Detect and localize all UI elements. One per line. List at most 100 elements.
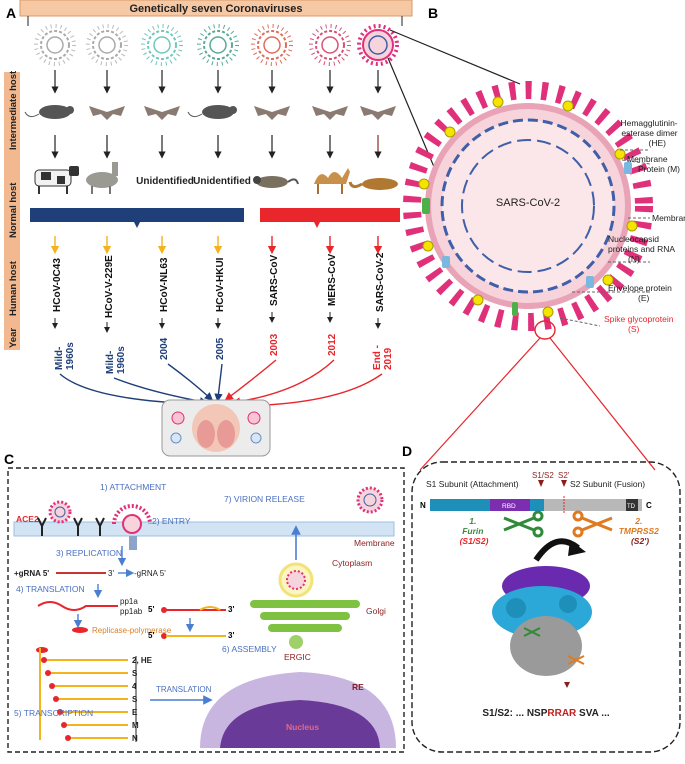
row-label-bar: Intermediate host Normal host Human host… [4,70,20,350]
panel-b: B [387,5,685,471]
virus-name: SARS-CoV-2 [375,252,386,312]
sg-label: 4 [132,682,137,691]
rbd-label: RBD [502,503,516,510]
five-prime-b: 5' [148,631,154,640]
gRNA-minus: -gRNA 5' [134,569,166,578]
unidentified-host-1: Unidentified [136,176,194,187]
cytoplasm-label: Cytoplasm [332,558,372,568]
spike-domain-bar: N RBD TD C [420,496,652,514]
bat-icon [312,106,348,120]
arrows-to-human [50,236,383,255]
bat-icon [254,106,290,120]
bat-icon [89,106,125,120]
virus-icon [309,24,351,66]
furin-label: 1. Furin (S1/S2) [460,516,489,546]
virus-name: MERS-CoV [327,253,338,306]
golgi-label: Golgi [366,606,386,616]
membrane-protein [442,162,632,288]
nucleus-label: Nucleus [286,722,319,732]
s2-subunit-label: S2 Subunit (Fusion) [570,479,645,489]
row-label-year: Year [8,328,19,348]
label-envelope: Envelope protein (E) [608,283,674,303]
virus-icon [197,24,239,66]
cell-membrane [13,521,395,537]
row-label-human: Human host [8,260,19,316]
s2prime-marker-label: S2' [558,471,570,480]
pp1ab-label: pp1ab [120,607,143,616]
arrows-to-year [52,312,381,333]
step-assembly: 6) ASSEMBLY [222,644,277,654]
alpaca-icon [86,162,118,194]
virus-icon-sars-cov-2 [357,24,399,66]
label-nucleocapsid: Nucleocapsid proteins and RNA (N) [608,234,677,264]
golgi-apparatus [250,600,360,632]
virion-entry [112,504,152,550]
ergic-label: ERGIC [284,652,311,662]
spike-structure [492,566,592,688]
spike-highlight [534,320,556,340]
tmprss2-scissors-icon [572,510,613,538]
normal-hosts: Unidentified Unidentified [34,162,398,194]
cleavage-sequence: S1/S2: ... NSPRRAR SVA ... [482,708,609,719]
he-protein [418,96,638,318]
panel-b-leaders [559,149,651,327]
year-label: 2003 [269,333,280,356]
panel-b-label: B [428,5,438,21]
s1s2-marker-label: S1/S2 [532,471,554,480]
virus-icon [251,24,293,66]
ergic-blob [289,635,303,649]
panel-c-label: C [4,451,14,467]
panel-a-label: A [6,5,16,21]
human-lungs-illustration [161,399,271,457]
step-attachment: 1) ATTACHMENT [100,482,166,492]
particle-center-label: SARS-CoV-2 [496,197,560,209]
bat-icon [144,106,180,120]
subgenomic-rna-set: 2, HE S 4 S E M N [36,647,153,743]
ace2-label: ACE2 [16,514,39,524]
year-label: 2005 [215,337,226,360]
label-membrane-protein: Membrane Protein (M) [627,154,680,174]
year-label: Mild-1960s [105,346,127,374]
year-label: 2004 [159,337,170,360]
row-label-normal: Normal host [8,182,19,238]
unidentified-host-2: Unidentified [193,176,251,187]
ace2-receptor [37,517,105,536]
released-virion [356,486,384,514]
virus-name: HCoV-V-229E [104,255,115,318]
rodent-icon [187,105,237,119]
step-replication: 3) REPLICATION [56,548,122,558]
red-host-bar [260,208,400,228]
rodent-icon [24,105,74,119]
row-label-intermediate: Intermediate host [8,70,19,150]
virus-name: HCoV-NL63 [159,257,170,312]
replicase-blob [72,627,88,633]
label-membrane: Membrane [652,213,685,223]
sg-label: E [132,708,138,717]
sars-cov-2-particle: SARS-CoV-2 [403,81,653,331]
vesicle-virion [278,562,314,598]
envelope-protein [422,198,518,316]
endoplasmic-reticulum [200,672,396,748]
arrows-to-normal [51,135,382,159]
replicase-label: Replicase-polymerase [92,626,172,635]
step-translation: 4) TRANSLATION [16,584,85,594]
banner-title: Genetically seven Coronaviruses [129,3,302,15]
label-he: Hemagglutinin- esterase dimer (HE) [620,118,680,148]
three-prime-a: 3' [228,605,234,614]
camel-icon [314,168,350,194]
step-release: 7) VIRION RELEASE [224,494,305,504]
cow-icon [34,166,79,194]
intermediate-hosts [24,105,396,120]
panel-d-frame [411,461,681,753]
arrows-to-intermediate [51,70,382,94]
pp1a-label: pp1a [120,597,138,606]
panel-d: D S1 Subunit (Attachment) S2 Subunit (Fu… [402,443,681,753]
coronavirus-banner [19,0,413,17]
virus-name: HCoV-HKUI [215,257,226,312]
blue-host-bar [30,208,244,228]
polyprotein: pp1a pp1ab [37,597,143,616]
virus-icons-row [34,24,399,66]
panel-a: A Genetically seven Coronaviruses Interm… [4,0,413,457]
virion-attaching [48,500,72,524]
pangolin-icon [348,178,398,190]
